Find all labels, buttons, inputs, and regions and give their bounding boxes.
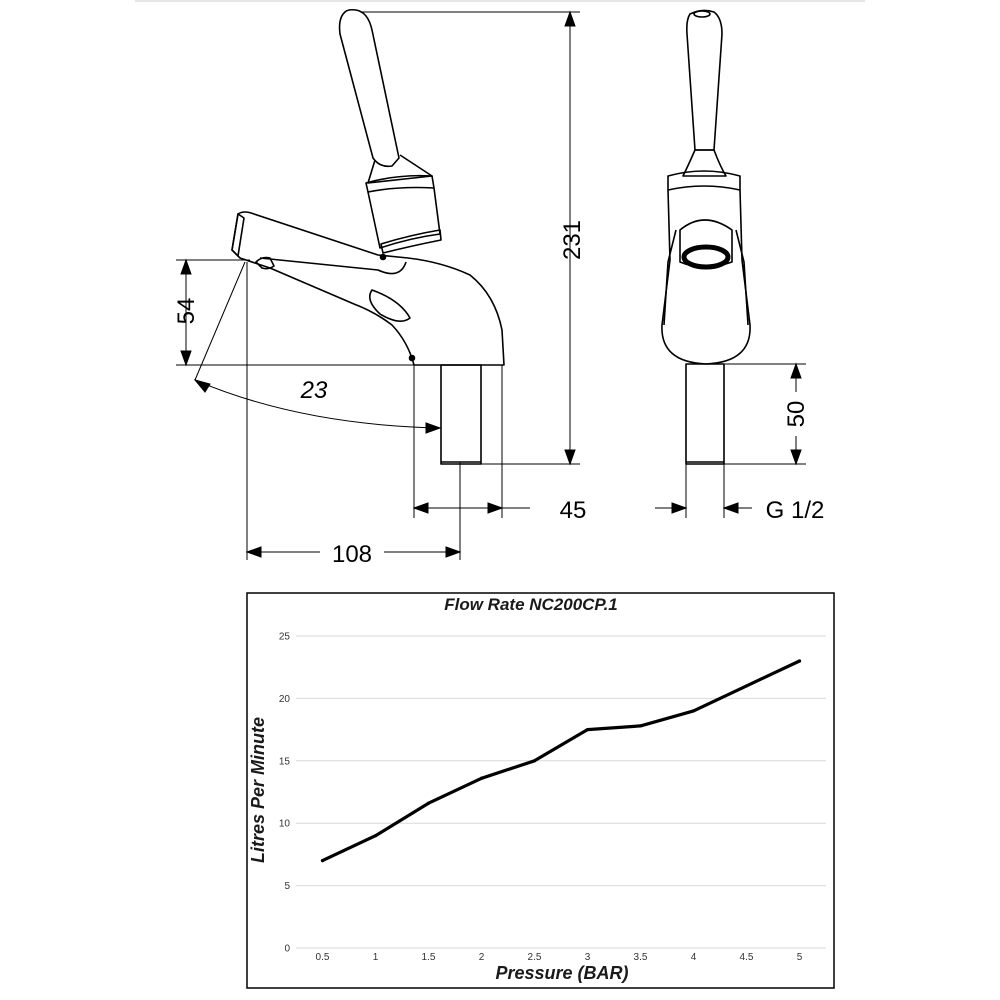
front-collar <box>667 170 741 191</box>
spout-outlet <box>231 213 245 257</box>
data-point-2.5 <box>532 759 537 763</box>
data-point-5 <box>797 659 802 663</box>
dim-g-half: G 1/2 <box>766 497 825 524</box>
data-point-3.5 <box>638 724 643 728</box>
x-tick-labels: 0.5 1 1.5 2 2.5 3 3.5 4 4.5 5 <box>316 952 803 963</box>
x-axis-title: Pressure (BAR) <box>495 963 628 983</box>
technical-drawing: 231 54 23 108 45 50 G 1/2 <box>135 0 865 568</box>
spout-seam <box>369 289 411 322</box>
flow-rate-chart: Flow Rate NC200CP.1 0 5 10 15 20 25 0.5 1 1.5 2 2… <box>246 592 835 989</box>
x-tick-label-4.5: 4.5 <box>740 952 754 963</box>
data-point-1.5 <box>426 801 431 805</box>
front-lever-neck <box>682 149 727 177</box>
front-aerator <box>681 244 731 270</box>
x-tick-label-3: 3 <box>585 952 591 963</box>
x-tick-label-1: 1 <box>373 952 379 963</box>
front-lever-handle <box>686 9 723 151</box>
x-tick-label-2.5: 2.5 <box>528 952 542 963</box>
y-tick-label-25: 25 <box>279 632 291 643</box>
x-tick-label-2: 2 <box>479 952 485 963</box>
front-tail-shank <box>685 363 725 465</box>
dim-50: 50 <box>783 401 810 428</box>
x-tick-label-1.5: 1.5 <box>422 952 436 963</box>
front-lever-cap <box>693 10 711 18</box>
y-tick-label-5: 5 <box>284 881 290 892</box>
collar-ring <box>365 174 435 193</box>
x-tick-label-3.5: 3.5 <box>634 952 648 963</box>
x-tick-label-4: 4 <box>691 952 697 963</box>
y-tick-label-0: 0 <box>284 944 290 955</box>
tap-side-view <box>231 8 505 465</box>
front-side-left <box>663 229 677 326</box>
dim-108: 108 <box>332 541 372 568</box>
y-tick-label-10: 10 <box>279 819 291 830</box>
cartridge-band <box>380 229 442 254</box>
front-body <box>661 189 751 365</box>
dim-23: 23 <box>300 377 328 404</box>
cartridge-body <box>367 187 441 249</box>
series-lines <box>320 659 802 863</box>
spout-screw <box>408 354 416 362</box>
y-axis-title: Litres Per Minute <box>248 717 268 863</box>
data-point-3 <box>585 728 590 732</box>
lever-neck <box>367 154 433 184</box>
y-tick-label-15: 15 <box>279 756 291 767</box>
lever-handle <box>338 8 400 168</box>
tail-shank <box>440 364 482 465</box>
y-tick-labels: 0 5 10 15 20 25 <box>279 632 291 955</box>
front-side-right <box>735 229 749 326</box>
spout-tip-detail <box>255 256 275 270</box>
chart-title: Flow Rate NC200CP.1 <box>444 595 618 614</box>
data-point-2 <box>479 776 484 780</box>
chart-frame <box>246 592 835 989</box>
dim-54: 54 <box>173 298 200 325</box>
dimension-lines <box>176 10 806 560</box>
x-tick-label-0.5: 0.5 <box>316 952 330 963</box>
dim-45: 45 <box>560 497 587 524</box>
tap-front-view <box>661 9 751 465</box>
y-tick-label-20: 20 <box>279 694 291 705</box>
series-line-0 <box>320 659 802 863</box>
spout-body <box>231 211 505 366</box>
data-point-0.5 <box>320 859 325 863</box>
data-point-4 <box>691 709 696 713</box>
dimension-labels: 231 54 23 108 45 50 G 1/2 <box>173 220 824 568</box>
spout-underside <box>259 257 407 275</box>
data-point-1 <box>373 834 378 838</box>
x-tick-label-5: 5 <box>797 952 803 963</box>
data-point-4.5 <box>744 684 749 688</box>
grid-lines <box>296 635 826 949</box>
dim-231: 231 <box>559 220 586 260</box>
lever-pivot <box>379 253 387 261</box>
